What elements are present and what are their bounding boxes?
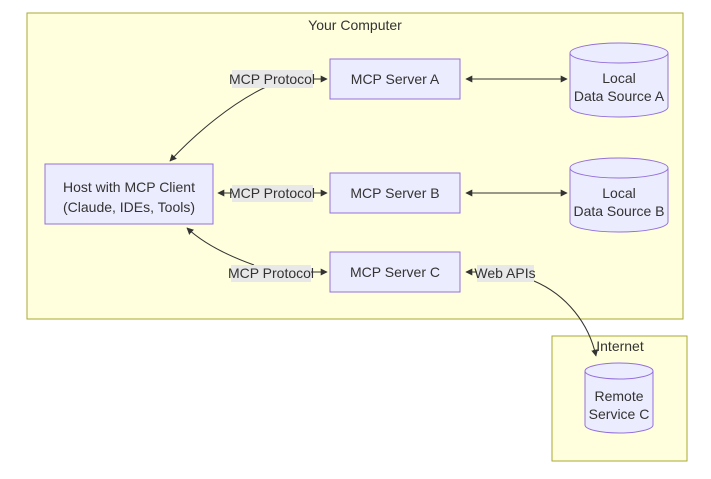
protocol-c-label: MCP Protocol [228, 265, 314, 281]
data-source-b-label-line1: Local [602, 185, 635, 201]
node-local-data-source-a: Local Data Source A [569, 42, 669, 118]
remote-service-c-cylinder-body [584, 371, 654, 434]
mcp-server-b-box [329, 172, 461, 214]
your-computer-label: Your Computer [308, 17, 402, 33]
mcp-server-c-box [329, 251, 461, 293]
mcp-server-a-box [329, 58, 461, 100]
edge-web-apis-to-remote-service-c [533, 280, 599, 357]
mcp-server-c-label: MCP Server C [350, 264, 440, 280]
node-host: Host with MCP Client (Claude, IDEs, Tool… [44, 163, 214, 225]
node-mcp-server-a: MCP Server A [329, 58, 461, 100]
mcp-server-b-label: MCP Server B [350, 185, 439, 201]
protocol-a-label-bg [232, 70, 313, 88]
data-source-b-cylinder-top [569, 157, 669, 179]
protocol-a-label: MCP Protocol [229, 71, 315, 87]
data-source-b-cylinder-body [569, 168, 669, 233]
data-source-b-label-line2: Data Source B [573, 203, 664, 219]
data-source-a-cylinder-top [569, 42, 669, 64]
host-label-line2: (Claude, IDEs, Tools) [63, 199, 195, 215]
node-local-data-source-b: Local Data Source B [569, 157, 669, 233]
cluster-internet: Internet [551, 335, 688, 462]
node-mcp-server-c: MCP Server C [329, 251, 461, 293]
web-apis-label-bg [477, 265, 534, 282]
protocol-b-label: MCP Protocol [229, 185, 315, 201]
data-source-a-cylinder-body [569, 53, 669, 118]
node-remote-service-c: Remote Service C [584, 362, 654, 434]
internet-box [551, 335, 688, 462]
edge-labels: MCP Protocol MCP Protocol MCP Protocol W… [228, 70, 536, 282]
edge-protocol-c-to-host [186, 227, 255, 266]
data-source-a-label-line2: Data Source A [574, 88, 665, 104]
protocol-b-label-bg [232, 185, 313, 202]
internet-label: Internet [596, 338, 644, 354]
host-label-line1: Host with MCP Client [63, 179, 195, 195]
protocol-c-label-bg [231, 265, 311, 282]
remote-service-c-label-line1: Remote [594, 388, 643, 404]
node-mcp-server-b: MCP Server B [329, 172, 461, 214]
web-apis-label: Web APIs [474, 265, 535, 281]
remote-service-c-cylinder-top [584, 362, 654, 380]
edges [169, 75, 599, 357]
edge-protocol-a-to-host [169, 85, 269, 162]
mcp-server-a-label: MCP Server A [351, 71, 440, 87]
data-source-a-label-line1: Local [602, 70, 635, 86]
host-box [44, 163, 214, 225]
remote-service-c-label-line2: Service C [589, 406, 650, 422]
